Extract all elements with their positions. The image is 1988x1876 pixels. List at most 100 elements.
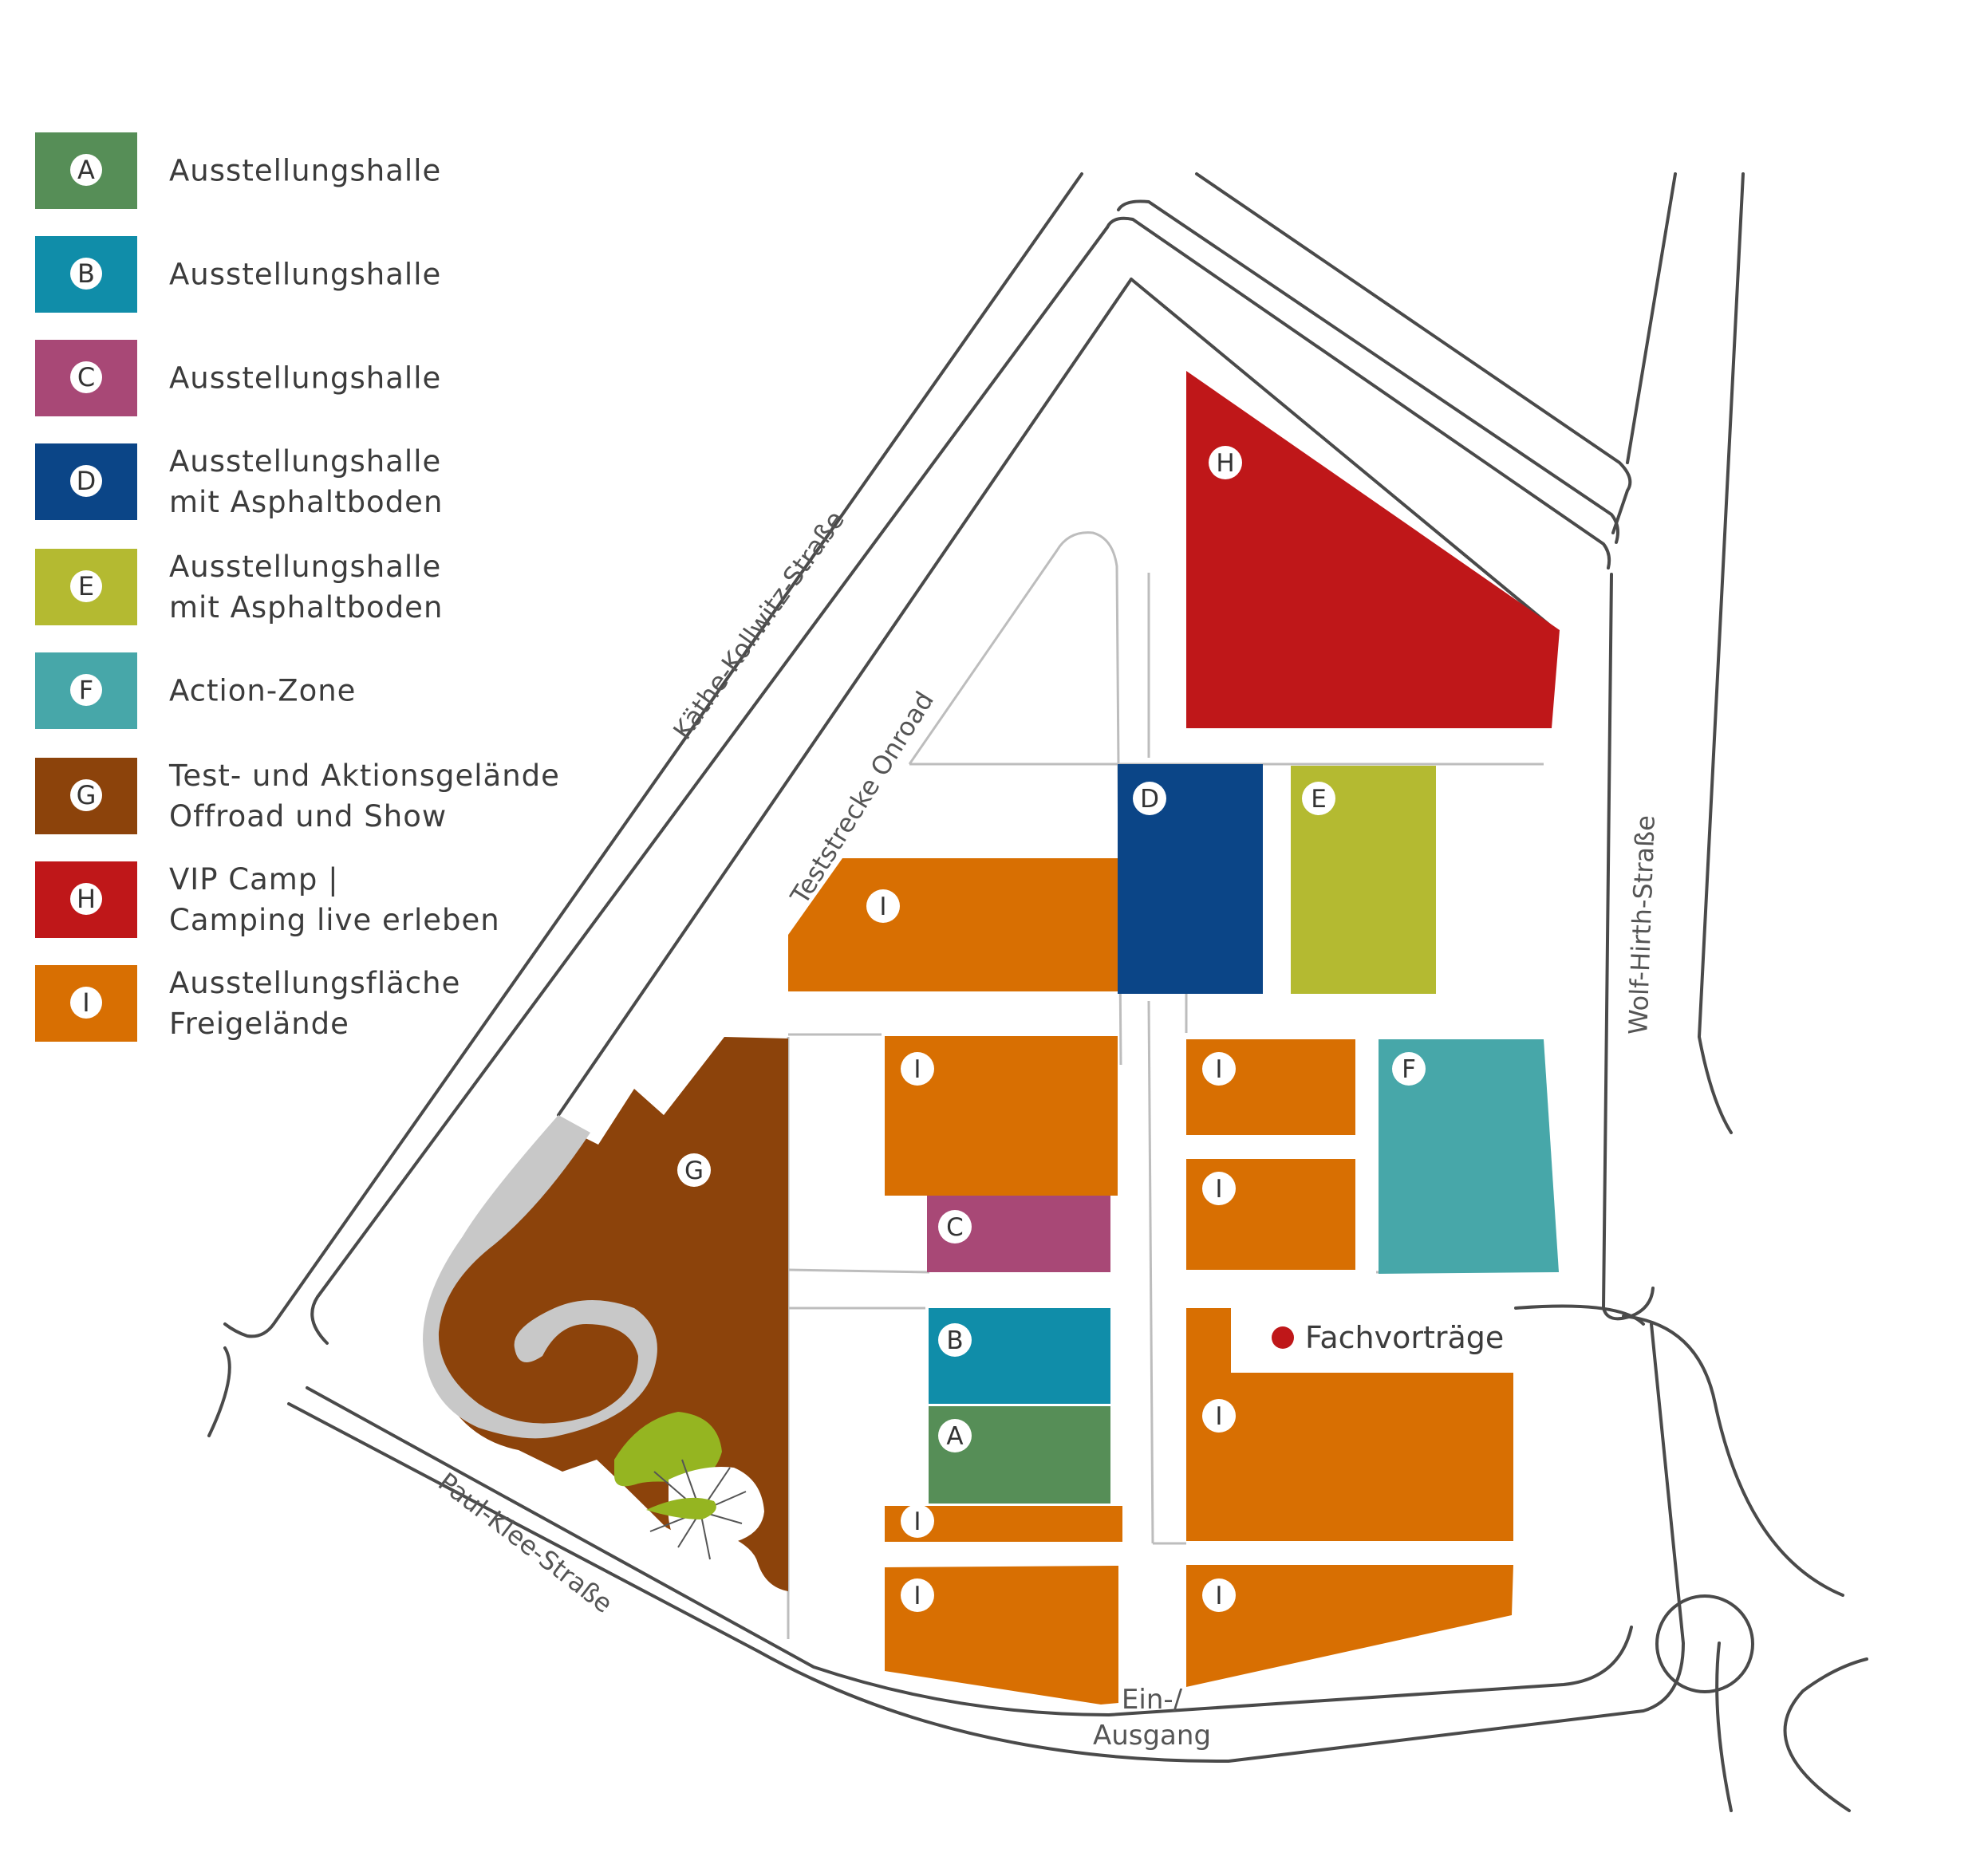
legend-swatch: F (35, 652, 137, 729)
area-badge-i: I (901, 1504, 934, 1538)
area-badge-circle (1302, 782, 1335, 815)
area-badge-circle (938, 1323, 972, 1357)
legend-label-line: mit Asphaltboden (169, 485, 444, 519)
area-badge-label: G (684, 1157, 704, 1185)
legend-badge: H (70, 883, 102, 915)
legend-label-line: Action-Zone (169, 673, 357, 708)
area-f (1379, 1039, 1559, 1274)
area-badge-e: E (1302, 782, 1335, 815)
legend-label: Ausstellungshalle mit Asphaltboden (169, 546, 443, 628)
legend-swatch: C (35, 340, 137, 416)
area-badge-c: C (938, 1210, 972, 1243)
legend-swatch: B (35, 236, 137, 313)
area-badge-circle (901, 1578, 934, 1612)
area-badge-circle (1202, 1052, 1236, 1086)
street-label-wolf: Wolf-Hirth-Straße (1623, 814, 1661, 1035)
area-badge-label: H (1216, 449, 1234, 478)
area-badge-label: F (1402, 1055, 1416, 1084)
area-badge-label: I (913, 1582, 921, 1610)
path-teststrecke (908, 531, 1122, 1066)
legend-swatch: D (35, 443, 137, 520)
area-i-4 (885, 1566, 1118, 1705)
area-badge-circle (1209, 446, 1242, 479)
area-badge-label: A (946, 1422, 963, 1451)
legend-label-line: Ausstellungshalle (169, 444, 442, 479)
area-badge-label: E (1311, 785, 1327, 814)
area-badge-circle (1392, 1052, 1426, 1086)
legend-label-line: Camping live erleben (169, 903, 500, 937)
street-south-2 (207, 1346, 231, 1437)
poi-dot (1272, 1326, 1294, 1349)
area-h (1186, 371, 1560, 728)
area-i-7 (1186, 1308, 1513, 1541)
legend-label-line: Offroad und Show (169, 799, 448, 834)
area-badge-circle (901, 1052, 934, 1086)
entrance-label-line1: Ein-/ (1122, 1684, 1183, 1716)
legend-label: VIP Camp | Camping live erleben (169, 859, 500, 940)
area-badge-label: I (913, 1508, 921, 1536)
street-outer-left (223, 172, 1083, 1338)
street-left-inner (310, 226, 1109, 1345)
roundabout (1655, 1594, 1754, 1693)
legend-badge: E (70, 570, 102, 602)
legend-label-line: Ausstellungshalle (169, 361, 442, 396)
area-badge-label: C (946, 1213, 964, 1242)
street-top-3 (1130, 278, 1557, 632)
street-lines (207, 172, 1868, 1812)
legend-label: Ausstellungshalle (169, 358, 441, 399)
area-badge-label: I (1215, 1582, 1222, 1610)
area-badge-label: B (946, 1326, 963, 1355)
area-badge-i: I (1202, 1052, 1236, 1086)
legend-swatch: A (35, 132, 137, 209)
legend-label-line: Ausstellungsfläche (169, 966, 461, 1000)
area-badge-b: B (938, 1323, 972, 1357)
area-badge-circle (1202, 1578, 1236, 1612)
legend-badge: G (70, 779, 102, 811)
legend-label-line: Freigelände (169, 1007, 349, 1041)
legend-badge: B (70, 258, 102, 290)
area-i-8 (1186, 1565, 1513, 1687)
street-top-outer (1195, 172, 1632, 534)
area-g-track (423, 1115, 657, 1439)
street-south-1 (306, 1386, 1633, 1716)
area-badge-f: F (1392, 1052, 1426, 1086)
legend-label-line: Ausstellungshalle (169, 550, 442, 584)
area-badge-label: I (879, 893, 886, 921)
legend-badge: D (70, 465, 102, 497)
street-ext-e1 (1622, 1314, 1844, 1597)
legend-label-line: mit Asphaltboden (169, 590, 444, 625)
area-badge-circle (1202, 1399, 1236, 1433)
legend-swatch: E (35, 549, 137, 625)
legend-badge: F (70, 674, 102, 706)
legend-label-line: VIP Camp | (169, 862, 339, 897)
street-right-1 (1626, 172, 1677, 464)
area-g-green (614, 1412, 722, 1487)
area-badge-label: I (913, 1055, 921, 1084)
path-vertical-2 (1147, 1000, 1154, 1544)
area-badge-a: A (938, 1419, 972, 1452)
legend-badge: I (70, 987, 102, 1019)
street-ext-se2 (1783, 1657, 1868, 1812)
street-top-1 (1117, 199, 1619, 544)
area-badge-circle (677, 1153, 711, 1187)
legend-item-c: C Ausstellungshalle (35, 340, 594, 416)
area-badge-label: I (1215, 1402, 1222, 1431)
legend-label-line: Test- und Aktionsgelände (169, 759, 560, 793)
legend-label: Ausstellungshalle (169, 254, 441, 295)
poi-label: Fachvorträge (1305, 1320, 1504, 1355)
legend-badge: C (70, 361, 102, 393)
area-badge-i: I (1202, 1578, 1236, 1612)
legend-item-h: H VIP Camp | Camping live erleben (35, 861, 594, 938)
legend-label-line: Ausstellungshalle (169, 257, 442, 292)
area-badge-i: I (1202, 1399, 1236, 1433)
legend-badge: A (70, 154, 102, 186)
area-badge-circle (938, 1210, 972, 1243)
area-badge-i: I (1202, 1172, 1236, 1205)
legend-swatch: I (35, 965, 137, 1042)
area-badge-i: I (901, 1052, 934, 1086)
